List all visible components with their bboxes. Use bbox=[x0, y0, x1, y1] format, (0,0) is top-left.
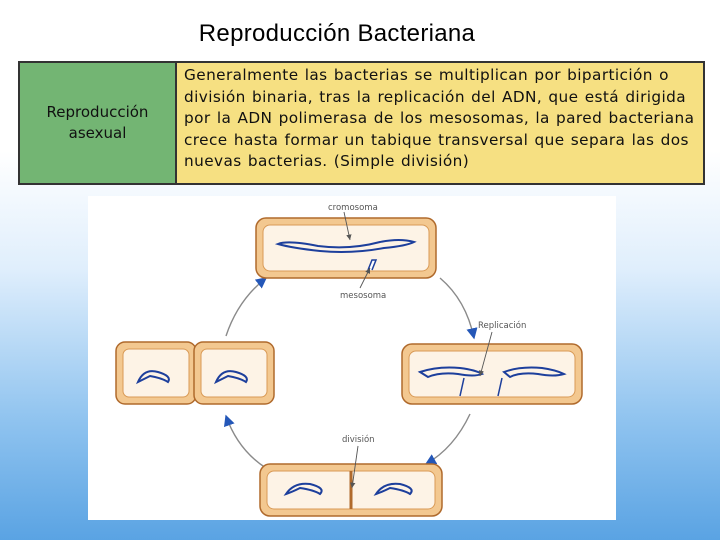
chromosome-left-daughter bbox=[136, 370, 170, 385]
binary-fission-diagram: cromosoma mesosoma Replicación división bbox=[88, 196, 616, 520]
cycle-arrow-bottom-right bbox=[424, 413, 471, 465]
chromosome bbox=[274, 239, 417, 253]
top-bacterium bbox=[255, 217, 437, 279]
mesosome bbox=[367, 259, 378, 271]
page-title: Reproducción Bacteriana bbox=[198, 20, 476, 47]
chromosome-bottom-right bbox=[373, 482, 413, 496]
table-left-cell: Reproducción asexual bbox=[20, 63, 177, 183]
chromosome-copy-right bbox=[502, 366, 567, 379]
cycle-arrows bbox=[223, 277, 478, 469]
right-bacterium bbox=[401, 343, 583, 405]
chromosome-bottom-left bbox=[283, 482, 323, 496]
label-replicacion: Replicación bbox=[478, 320, 526, 331]
info-table: Reproducción asexual Generalmente las ba… bbox=[18, 61, 705, 185]
cycle-arrow-bottom-left bbox=[223, 414, 267, 469]
chromosome-right-daughter bbox=[214, 370, 248, 385]
cycle-arrow-top-right bbox=[439, 277, 478, 340]
left-bacteria-pair bbox=[115, 341, 275, 405]
label-cromosoma: cromosoma bbox=[328, 203, 378, 213]
bottom-bacterium bbox=[259, 463, 443, 517]
label-mesosoma: mesosoma bbox=[340, 291, 386, 301]
table-right-cell: Generalmente las bacterias se multiplica… bbox=[177, 63, 703, 183]
cycle-arrow-top-left bbox=[225, 277, 268, 337]
label-division: división bbox=[342, 434, 375, 445]
